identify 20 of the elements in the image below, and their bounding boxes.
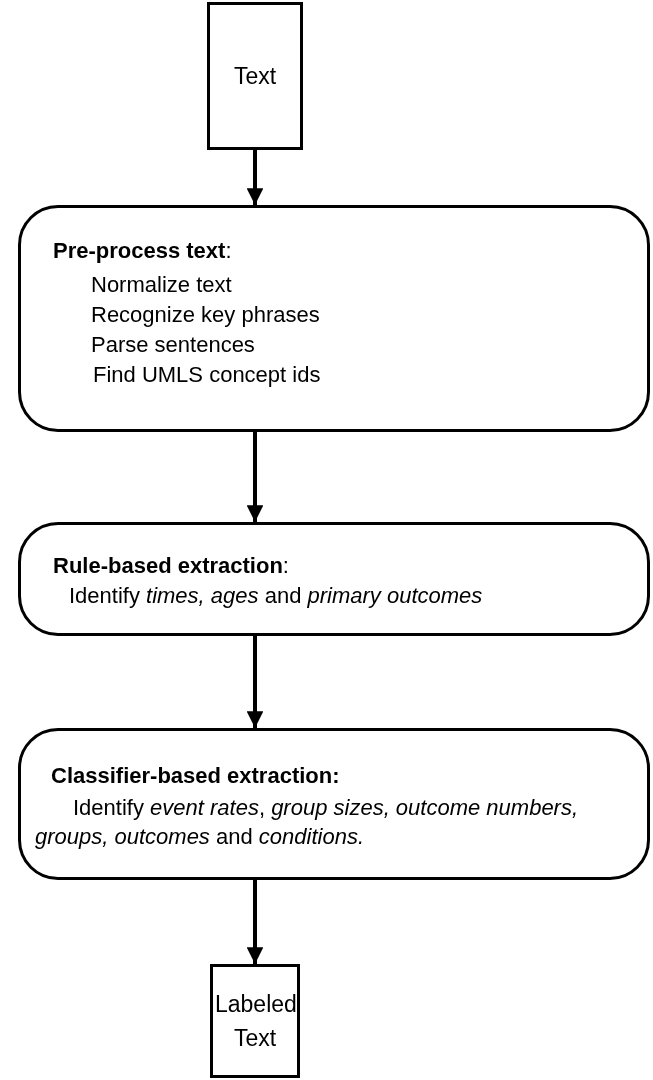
rounded-process-box [18, 522, 650, 636]
rounded-process-box [18, 205, 650, 432]
rounded-process-box [18, 728, 650, 880]
arrow [246, 432, 264, 522]
arrow [246, 636, 264, 728]
box-text: Normalize text [91, 271, 232, 299]
box-label: Text [232, 62, 278, 91]
box-text: Identify event rates, group sizes, outcome numbers, groups, outcomes and conditions. [35, 794, 580, 851]
box-heading: Classifier-based extraction: [51, 762, 340, 790]
box-text: Find UMLS concept ids [93, 361, 321, 389]
arrow [246, 150, 264, 205]
box-text: Recognize key phrases [91, 301, 320, 329]
box-heading: Rule-based extraction: [53, 552, 289, 580]
box-text: Identify times, ages and primary outcomes [69, 582, 483, 610]
box-label: Labeled Text [215, 990, 295, 1053]
arrow [246, 880, 264, 964]
box-heading: Pre-process text: [53, 237, 232, 265]
terminal-box [207, 2, 303, 150]
terminal-box [210, 964, 300, 1078]
box-text: Parse sentences [91, 331, 255, 359]
